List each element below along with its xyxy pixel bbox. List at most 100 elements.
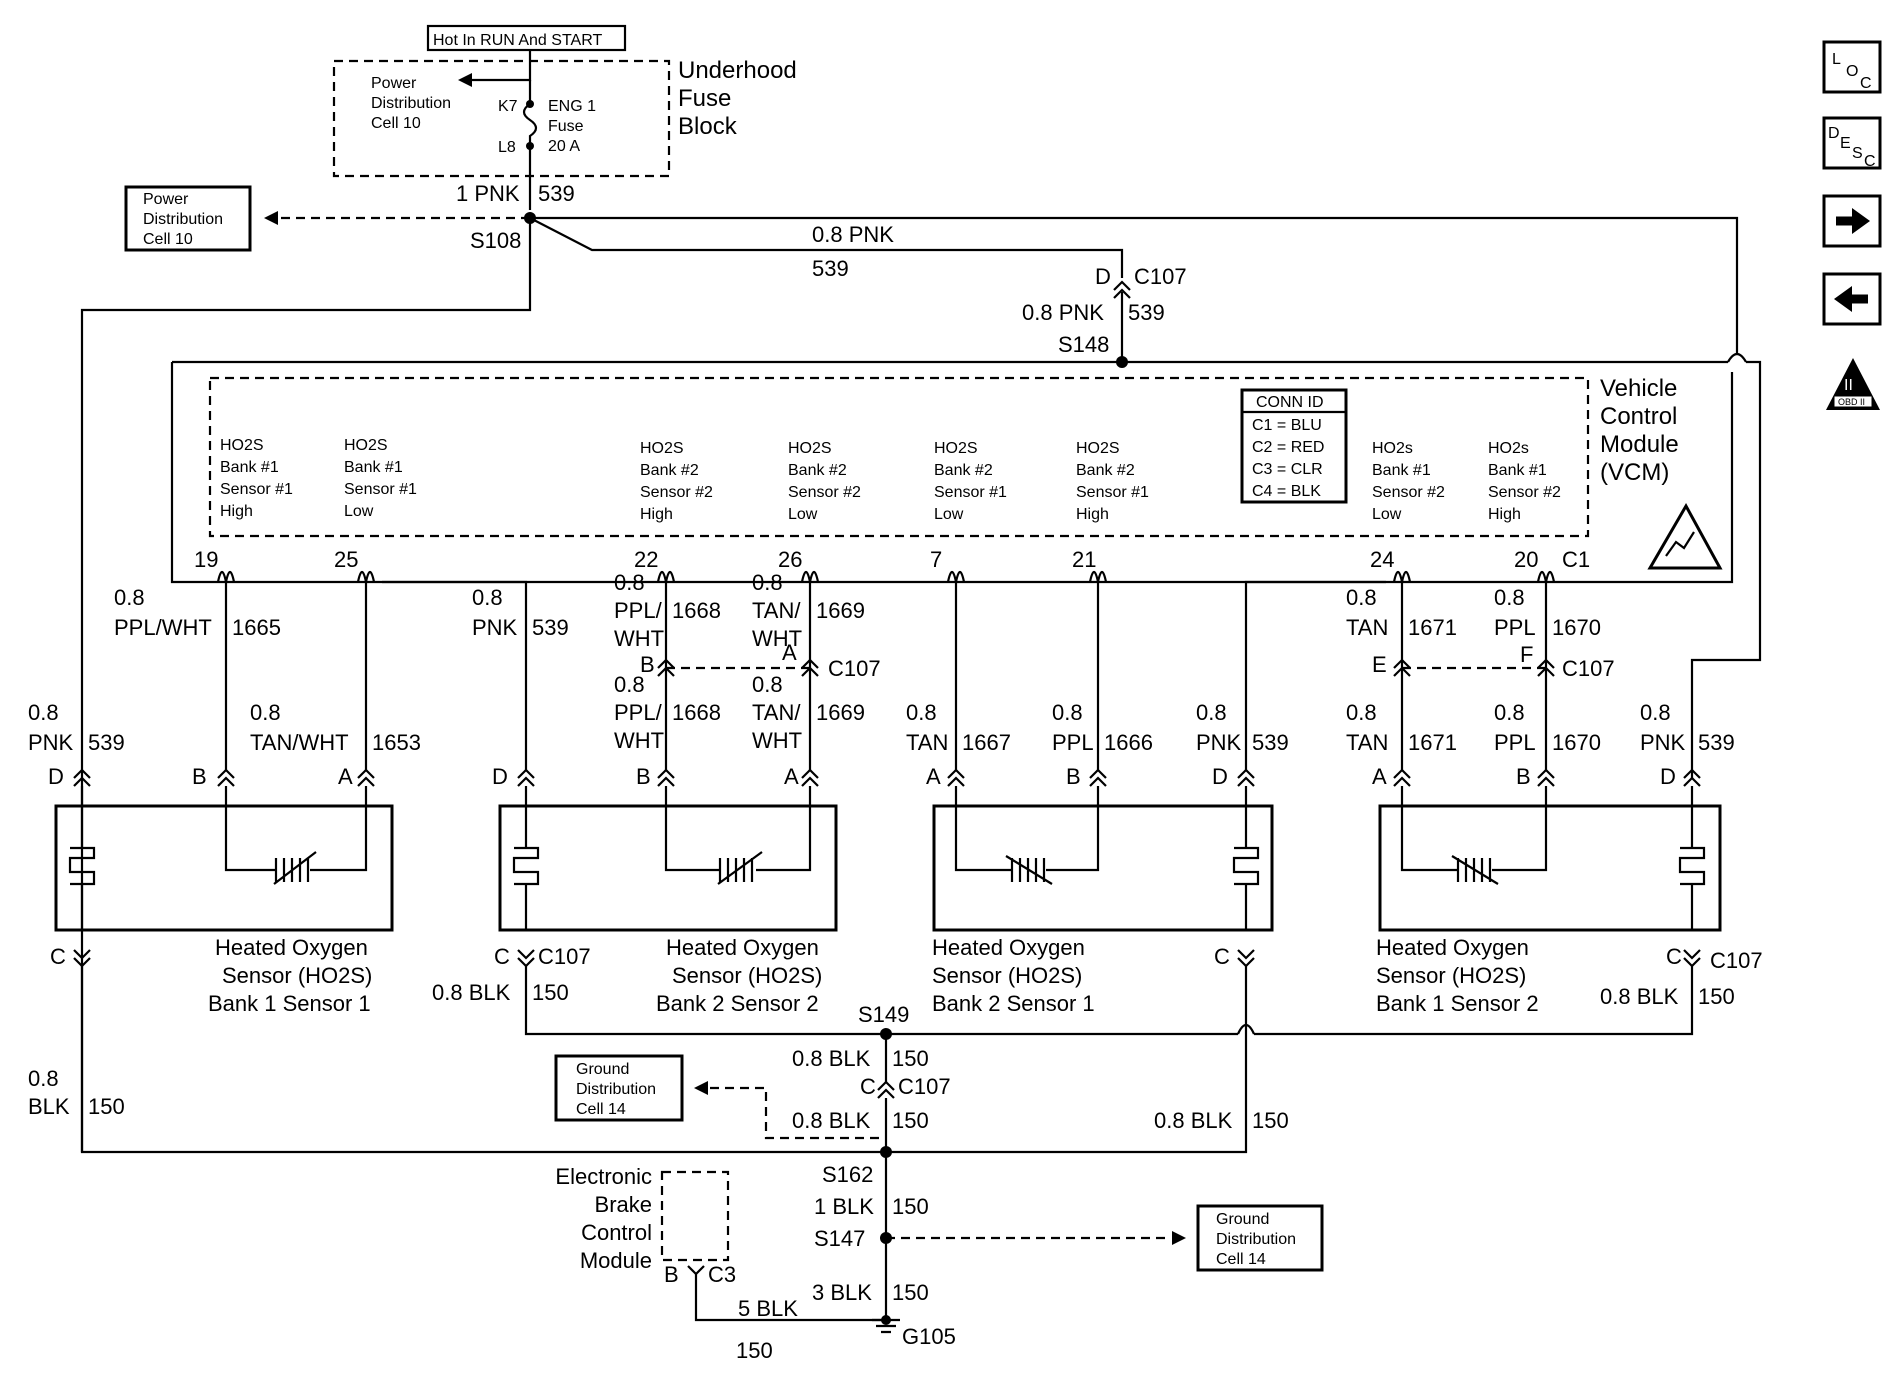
s1-name-3: Bank 1 Sensor 1 (208, 991, 371, 1016)
w1667-circuit: 1667 (962, 730, 1011, 755)
pd-ref-line-1: Power (143, 191, 189, 208)
heater-icon (1678, 846, 1706, 886)
k7-label: K7 (498, 98, 518, 115)
s1-name-2: Sensor (HO2S) (222, 963, 372, 988)
ebcm-c3-label: C3 (708, 1262, 736, 1287)
s3-name-2: Sensor (HO2S) (932, 963, 1082, 988)
s4-name-1: Heated Oxygen (1376, 935, 1529, 960)
desc-letter-s: S (1852, 145, 1863, 162)
w1668-color-2b: WHT (614, 728, 664, 753)
vcm-pin-label-24: HO2s Bank #1 Sensor #2 Low (1372, 440, 1445, 523)
svg-text:Bank #1: Bank #1 (1488, 462, 1547, 479)
svg-text:Distribution: Distribution (1216, 1231, 1296, 1248)
loc-letter-o: O (1846, 63, 1858, 80)
w1670-gauge-2: 0.8 (1494, 700, 1525, 725)
vcm-pin-label-25: HO2S Bank #1 Sensor #1 Low (344, 437, 417, 520)
svg-text:HO2S: HO2S (934, 440, 978, 457)
svg-text:Bank #2: Bank #2 (934, 462, 993, 479)
w150-s4-circuit: 150 (1698, 984, 1735, 1009)
conn-id-2: C2 = RED (1252, 439, 1324, 456)
s2-name-2: Sensor (HO2S) (672, 963, 822, 988)
s147-label: S147 (814, 1226, 865, 1251)
c107-mid-a: A (782, 640, 797, 665)
wire-1pnk-label: 1 PNK (456, 181, 520, 206)
svg-text:HO2S: HO2S (220, 437, 264, 454)
w539-s2-circuit: 539 (532, 615, 569, 640)
hot-in-run-label: Hot In RUN And START (433, 32, 602, 49)
svg-text:HO2S: HO2S (788, 440, 832, 457)
w539-s3-color: PNK (1196, 730, 1242, 755)
ebcm-name-2: Brake (595, 1192, 652, 1217)
w1668-circuit-2: 1668 (672, 700, 721, 725)
w1653-circuit: 1653 (372, 730, 421, 755)
heater-icon (68, 846, 96, 886)
svg-text:Low: Low (788, 506, 818, 523)
fuse-block-name-3: Block (678, 113, 738, 140)
next-page-button[interactable] (1822, 194, 1882, 248)
svg-text:Sensor #2: Sensor #2 (788, 484, 861, 501)
w150-5blk-gauge: 5 BLK (738, 1296, 798, 1321)
vcm-c1-label: C1 (1562, 547, 1590, 572)
w150-3blk-circuit: 150 (892, 1280, 929, 1305)
w1669-circuit-1: 1669 (816, 598, 865, 623)
power-dist-line-1: Power (371, 75, 417, 92)
wire-539-c107-label: 539 (812, 256, 849, 281)
w1665-color: PPL/WHT (114, 615, 212, 640)
svg-text:Sensor #1: Sensor #1 (220, 481, 293, 498)
svg-text:Ground: Ground (1216, 1211, 1269, 1228)
s4-c107-label: C107 (1710, 948, 1763, 973)
c107-mid-label: C107 (828, 656, 881, 681)
c107-right-label: C107 (1562, 656, 1615, 681)
wire-08pnk-s148-label: 0.8 PNK (1022, 300, 1104, 325)
svg-text:Sensor #2: Sensor #2 (1372, 484, 1445, 501)
pd-ref-line-3: Cell 10 (143, 231, 193, 248)
w1671-color-2: TAN (1346, 730, 1388, 755)
ebcm-pin-b: B (664, 1262, 679, 1287)
vcm-pin-26: 26 (778, 547, 802, 572)
power-dist-line-3: Cell 10 (371, 115, 421, 132)
vcm-module: Vehicle Control Module (VCM) CONN ID C1 … (170, 362, 1734, 584)
desc-button[interactable]: D E S C (1822, 116, 1882, 170)
w150-s1-circuit: 150 (88, 1094, 125, 1119)
w1669-color-2b: WHT (752, 728, 802, 753)
conn-id-1: C1 = BLU (1252, 417, 1322, 434)
svg-text:Low: Low (1372, 506, 1402, 523)
svg-text:Bank #2: Bank #2 (1076, 462, 1135, 479)
ebcm-name-3: Control (581, 1220, 652, 1245)
w539-s1-gauge: 0.8 (28, 700, 59, 725)
w1653-color: TAN/WHT (250, 730, 349, 755)
w1670-circuit-2: 1670 (1552, 730, 1601, 755)
w1666-gauge: 0.8 (1052, 700, 1083, 725)
svg-text:Sensor #1: Sensor #1 (1076, 484, 1149, 501)
w1668-gauge-2: 0.8 (614, 672, 645, 697)
fuse-block-outline (332, 59, 671, 178)
vcm-pin-7: 7 (930, 547, 942, 572)
c107-right-e: E (1372, 652, 1387, 677)
w1653-gauge: 0.8 (250, 700, 281, 725)
s3-pin-b: B (1066, 764, 1081, 789)
prev-page-button[interactable] (1822, 272, 1882, 326)
w1671-color-1: TAN (1346, 615, 1388, 640)
w1667-color: TAN (906, 730, 948, 755)
w539-s3-circuit: 539 (1252, 730, 1289, 755)
svg-text:Sensor #1: Sensor #1 (934, 484, 1007, 501)
w1671-circuit-2: 1671 (1408, 730, 1457, 755)
loc-button[interactable]: L O C (1822, 40, 1882, 94)
fuse-label-3: 20 A (548, 138, 580, 155)
svg-text:Distribution: Distribution (576, 1081, 656, 1098)
vcm-pin-20: 20 (1514, 547, 1538, 572)
ground-dist-ref-right: Ground Distribution Cell 14 (1196, 1204, 1324, 1272)
vcm-pin-21: 21 (1072, 547, 1096, 572)
s1-pin-d: D (48, 764, 64, 789)
w1668-color-2a: PPL/ (614, 700, 663, 725)
s4-name-3: Bank 1 Sensor 2 (1376, 991, 1539, 1016)
obd-ii-button[interactable]: II OBD II (1826, 358, 1880, 410)
w1665-gauge: 0.8 (114, 585, 145, 610)
power-dist-line-2: Distribution (371, 95, 451, 112)
w1669-color-1a: TAN/ (752, 598, 801, 623)
w539-s2-color: PNK (472, 615, 518, 640)
obd-numeral: II (1844, 377, 1853, 394)
ho2s-bank1-sensor2 (1378, 786, 1722, 932)
pd-ref-line-2: Distribution (143, 211, 223, 228)
